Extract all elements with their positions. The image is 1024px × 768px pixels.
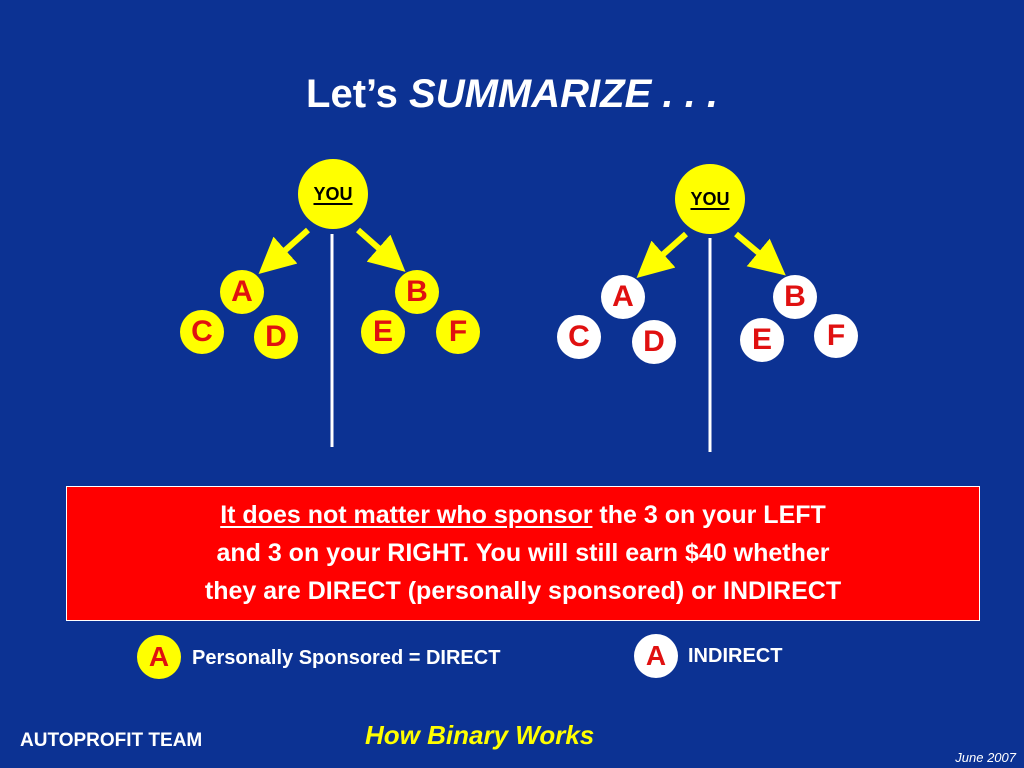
tree-1-you-label: YOU [313, 183, 353, 204]
footer-team-name: AUTOPROFIT TEAM [20, 730, 203, 751]
tree-2-node-e: E [740, 318, 784, 362]
tree-1-node-b: B [395, 270, 439, 314]
legend-indirect-badge: A [634, 634, 678, 678]
tree-2-node-c: C [557, 315, 601, 359]
tree-1-left-arrow [258, 227, 310, 274]
callout-line-1-rest: the 3 on your LEFT [592, 501, 826, 529]
tree-1-node-f: F [436, 310, 480, 354]
tree-2-node-b: B [773, 275, 817, 319]
title-plain: Let’s [306, 72, 410, 116]
tree-1-you-node: YOU [298, 159, 368, 229]
tree-1-node-e: E [361, 310, 405, 354]
tree-2-right-arrow [734, 231, 786, 276]
tree-1-node-a: A [220, 270, 264, 314]
tree-1-right-arrow [356, 227, 406, 272]
tree-2-you-label: YOU [690, 188, 730, 209]
summary-callout: It does not matter who sponsor the 3 on … [66, 486, 980, 621]
legend-indirect-label: INDIRECT [688, 645, 783, 667]
tree-2-node-f: F [814, 314, 858, 358]
footer-slide-subject: How Binary Works [365, 720, 595, 750]
legend-direct-label: Personally Sponsored = DIRECT [192, 647, 501, 669]
tree-2-you-node: YOU [675, 164, 745, 234]
callout-line-1: It does not matter who sponsor the 3 on … [67, 496, 979, 534]
legend-direct-badge: A [137, 635, 181, 679]
footer-date: June 2007 [955, 750, 1016, 765]
callout-underlined: It does not matter who sponsor [220, 501, 593, 529]
title-emphasis: SUMMARIZE . . . [409, 72, 718, 116]
tree-2-node-d: D [632, 320, 676, 364]
tree-2-node-a: A [601, 275, 645, 319]
tree-2-left-arrow [636, 231, 688, 278]
callout-line-3: they are DIRECT (personally sponsored) o… [204, 577, 842, 605]
page-title: Let’s SUMMARIZE . . . [0, 72, 1024, 117]
callout-line-2: and 3 on your RIGHT. You will still earn… [216, 539, 830, 567]
tree-1-node-c: C [180, 310, 224, 354]
tree-1-node-d: D [254, 315, 298, 359]
